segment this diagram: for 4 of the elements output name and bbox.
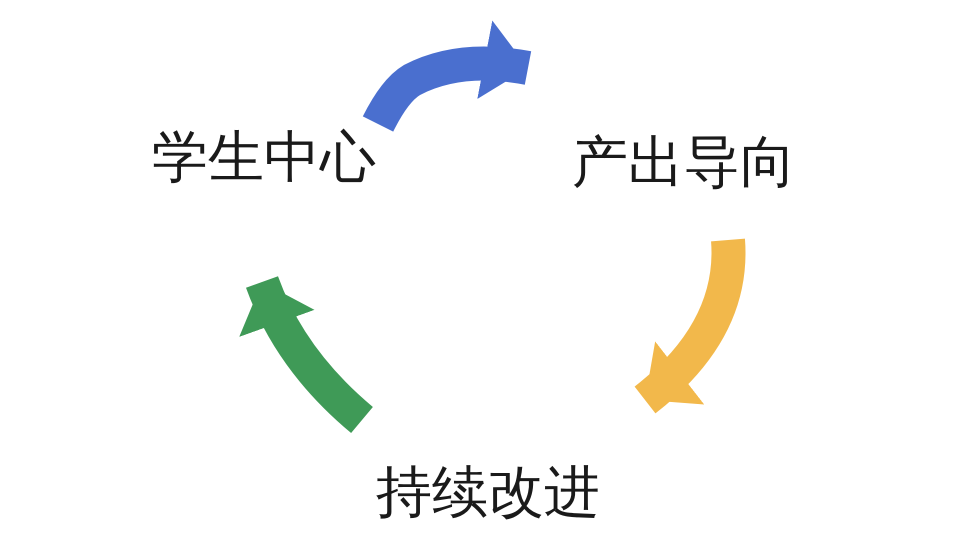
curved-arrow (240, 276, 374, 433)
stage-label: 学生中心 (152, 130, 376, 186)
stage-label: 产出导向 (572, 135, 796, 191)
stage-label: 持续改进 (376, 465, 600, 521)
